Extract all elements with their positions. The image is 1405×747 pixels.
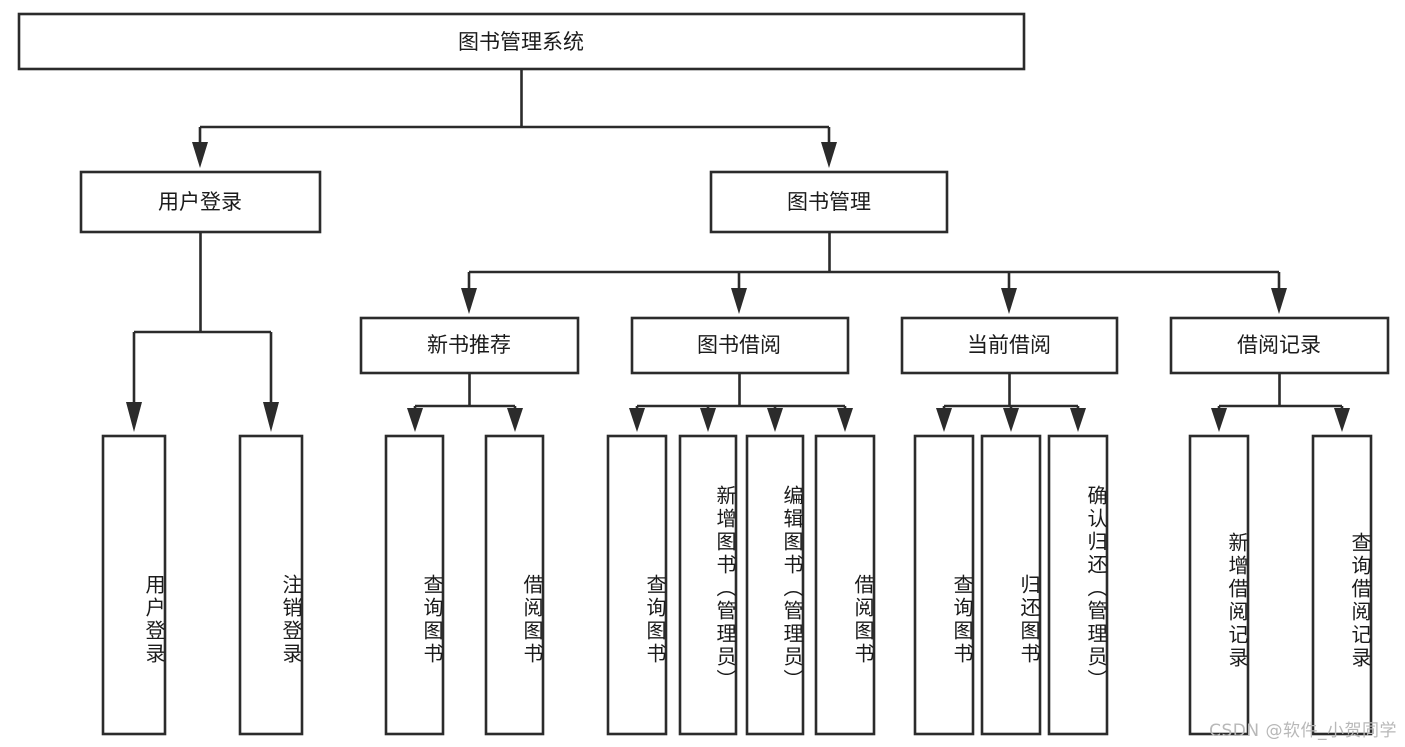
leaf-rect-borrow-book-newbook[interactable] bbox=[484, 434, 545, 736]
arrow-records-leaf-2 bbox=[1334, 408, 1350, 432]
arrow-bookmgmt-to-new-book bbox=[461, 288, 477, 314]
leaf-rect-query-book-newbook[interactable] bbox=[384, 434, 445, 736]
connector-group-records bbox=[1211, 373, 1350, 432]
node-user-login[interactable]: 用户登录 bbox=[79, 170, 322, 234]
arrow-newbook-leaf-1 bbox=[407, 408, 423, 432]
arrow-borrow-leaf-3 bbox=[767, 408, 783, 432]
arrow-bookmgmt-to-current bbox=[1001, 288, 1017, 314]
arrow-userlogin-leaf-1 bbox=[126, 402, 142, 432]
node-current-borrow-label: 当前借阅 bbox=[967, 333, 1051, 357]
node-borrow-records-label: 借阅记录 bbox=[1237, 333, 1321, 357]
leaf-rect-query-book-borrow[interactable] bbox=[606, 434, 668, 736]
arrow-borrow-leaf-2 bbox=[700, 408, 716, 432]
arrow-userlogin-leaf-2 bbox=[263, 402, 279, 432]
node-user-login-rect[interactable] bbox=[79, 170, 322, 234]
node-root-system[interactable]: 图书管理系统 bbox=[17, 12, 1026, 71]
node-new-book-recommend-label: 新书推荐 bbox=[427, 333, 511, 357]
node-book-borrow-label: 图书借阅 bbox=[697, 333, 781, 357]
node-book-management-label: 图书管理 bbox=[787, 190, 871, 214]
connector-group-root bbox=[192, 69, 837, 168]
leaf-rect-query-borrow-record[interactable] bbox=[1311, 434, 1373, 736]
leaf-rect-add-borrow-record[interactable] bbox=[1188, 434, 1250, 736]
node-book-management-rect[interactable] bbox=[709, 170, 949, 234]
leaf-rect-logout[interactable] bbox=[238, 434, 304, 736]
node-new-book-recommend-rect[interactable] bbox=[359, 316, 580, 375]
node-root-system-label: 图书管理系统 bbox=[458, 30, 584, 54]
node-current-borrow[interactable]: 当前借阅 bbox=[900, 316, 1119, 375]
arrow-current-leaf-3 bbox=[1070, 408, 1086, 432]
node-new-book-recommend[interactable]: 新书推荐 bbox=[359, 316, 580, 375]
arrow-current-leaf-2 bbox=[1003, 408, 1019, 432]
arrow-newbook-leaf-2 bbox=[507, 408, 523, 432]
connector-group-user-login bbox=[126, 232, 279, 432]
node-user-login-label: 用户登录 bbox=[158, 190, 242, 214]
node-book-borrow[interactable]: 图书借阅 bbox=[630, 316, 850, 375]
arrow-records-leaf-1 bbox=[1211, 408, 1227, 432]
arrow-bookmgmt-to-records bbox=[1271, 288, 1287, 314]
arrow-borrow-leaf-1 bbox=[629, 408, 645, 432]
arrow-current-leaf-1 bbox=[936, 408, 952, 432]
connector-group-book-mgmt bbox=[461, 232, 1287, 314]
leaf-rect-borrow-book[interactable] bbox=[814, 434, 876, 736]
arrow-bookmgmt-to-borrow bbox=[731, 288, 747, 314]
node-book-borrow-rect[interactable] bbox=[630, 316, 850, 375]
leaf-rect-add-book-admin[interactable] bbox=[678, 434, 738, 736]
leaf-rect-query-book-current[interactable] bbox=[913, 434, 975, 736]
leaf-rect-return-book[interactable] bbox=[980, 434, 1042, 736]
connector-group-current bbox=[936, 373, 1086, 432]
arrow-root-to-book-mgmt bbox=[821, 142, 837, 168]
node-borrow-records-rect[interactable] bbox=[1169, 316, 1390, 375]
node-root-system-rect[interactable] bbox=[17, 12, 1026, 71]
node-borrow-records[interactable]: 借阅记录 bbox=[1169, 316, 1390, 375]
leaf-rect-user-login[interactable] bbox=[101, 434, 167, 736]
leaf-rect-confirm-return-admin[interactable] bbox=[1047, 434, 1109, 736]
leaf-rect-edit-book-admin[interactable] bbox=[745, 434, 805, 736]
arrow-root-to-user-login bbox=[192, 142, 208, 168]
arrow-borrow-leaf-4 bbox=[837, 408, 853, 432]
connector-group-borrow bbox=[629, 373, 853, 432]
csdn-watermark: CSDN @软件_小贺同学 bbox=[1209, 721, 1397, 741]
node-current-borrow-rect[interactable] bbox=[900, 316, 1119, 375]
connector-group-new-book bbox=[407, 373, 523, 432]
node-book-management[interactable]: 图书管理 bbox=[709, 170, 949, 234]
